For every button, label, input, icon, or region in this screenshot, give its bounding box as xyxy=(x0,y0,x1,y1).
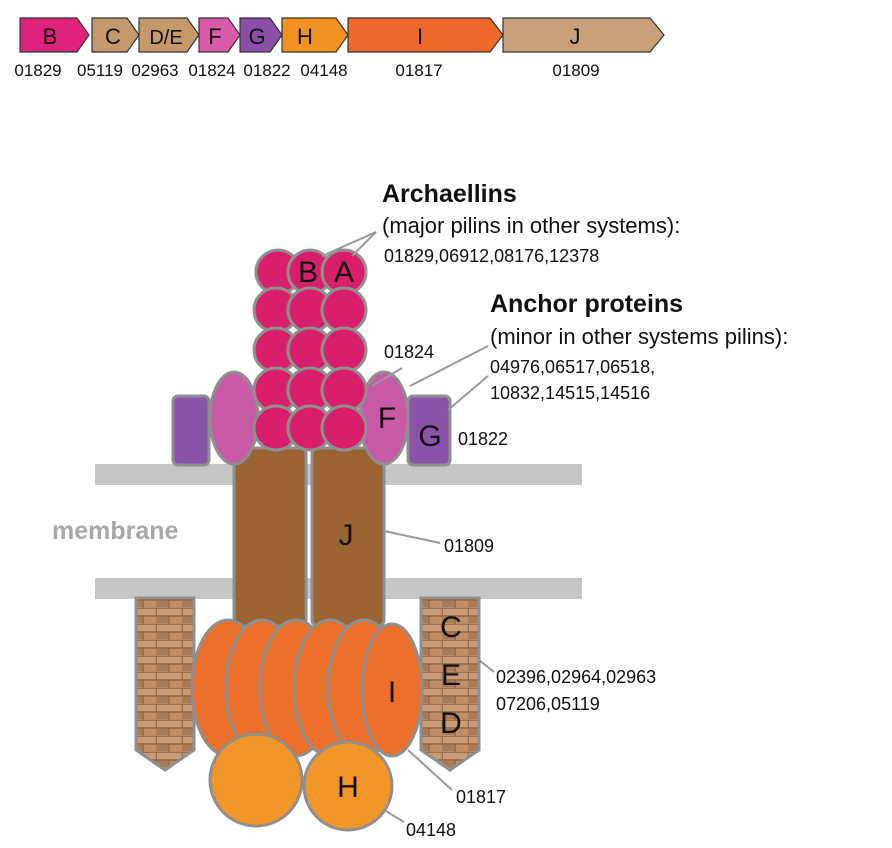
f-id: 01824 xyxy=(384,342,434,362)
operon-map: B 01829 C 05119 D/E 02963 F 01824 G 0182… xyxy=(14,17,665,80)
gene-id: 04148 xyxy=(300,61,347,80)
archaellin-label-b: B xyxy=(298,256,318,289)
archaellins-title: Archaellins xyxy=(382,180,517,208)
gene-arrow-b: B 01829 xyxy=(14,17,90,80)
gene-label: F xyxy=(208,24,221,49)
gene-id: 05119 xyxy=(77,61,123,80)
gene-id: 02963 xyxy=(131,61,178,80)
anchor-ids-line2: 10832,14515,14516 xyxy=(490,383,650,403)
ced-columns: C E D xyxy=(134,596,481,772)
h-protein: H xyxy=(208,732,394,832)
i-protein: I xyxy=(190,618,424,758)
gene-label: B xyxy=(43,24,58,49)
archaellins-ids: 01829,06912,08176,12378 xyxy=(384,246,599,266)
archaellin-filament: B A xyxy=(252,248,368,452)
h-label: H xyxy=(337,771,359,804)
gene-id: 01824 xyxy=(188,61,235,80)
gene-arrow-c: C 05119 xyxy=(77,17,140,80)
j-label: J xyxy=(339,519,354,552)
f-protein: F xyxy=(208,370,410,466)
gene-label: C xyxy=(105,24,121,49)
gene-arrow-g: G 01822 xyxy=(239,17,291,80)
anchor-ids-line1: 04976,06517,06518, xyxy=(490,357,655,377)
g-id: 01822 xyxy=(458,429,508,449)
gene-arrow-h: H 04148 xyxy=(281,17,349,80)
ced-column-left xyxy=(134,596,196,772)
gene-label: H xyxy=(297,24,313,49)
ced-ids-line2: 07206,05119 xyxy=(496,694,600,714)
h-id: 04148 xyxy=(406,820,456,840)
annotations: Archaellins (major pilins in other syste… xyxy=(382,180,788,840)
ced-label-e: E xyxy=(441,659,461,692)
gene-label: J xyxy=(570,24,581,49)
gene-id: 01822 xyxy=(243,61,290,80)
gene-id: 01829 xyxy=(14,61,61,80)
anchor-subtitle: (minor in other systems pilins): xyxy=(490,324,788,349)
ced-column-right xyxy=(419,596,481,772)
g-label: G xyxy=(418,420,441,453)
gene-arrow-f: F 01824 xyxy=(188,17,241,80)
gene-arrow-de: D/E 02963 xyxy=(131,17,200,80)
membrane-label: membrane xyxy=(52,517,179,545)
archaellin-label-a: A xyxy=(334,256,354,289)
gene-label: D/E xyxy=(149,27,182,49)
f-label: F xyxy=(378,402,396,435)
gene-arrow-i: I 01817 xyxy=(347,17,504,80)
gene-id: 01809 xyxy=(552,61,599,80)
anchor-title: Anchor proteins xyxy=(490,290,683,318)
gene-id: 01817 xyxy=(395,61,442,80)
leader-lines xyxy=(321,231,495,823)
i-label: I xyxy=(388,676,396,709)
gene-label: I xyxy=(417,24,423,49)
ced-label-c: C xyxy=(440,611,462,644)
j-protein: J xyxy=(232,446,386,628)
gene-arrow-j: J 01809 xyxy=(502,17,665,80)
archaellins-subtitle: (major pilins in other systems): xyxy=(382,213,680,238)
i-id: 01817 xyxy=(456,787,506,807)
ced-ids-line1: 02396,02964,02963 xyxy=(496,667,656,687)
g-protein: G xyxy=(171,394,452,467)
gene-label: G xyxy=(248,24,265,49)
j-id: 01809 xyxy=(444,536,494,556)
ced-label-d: D xyxy=(440,707,462,740)
